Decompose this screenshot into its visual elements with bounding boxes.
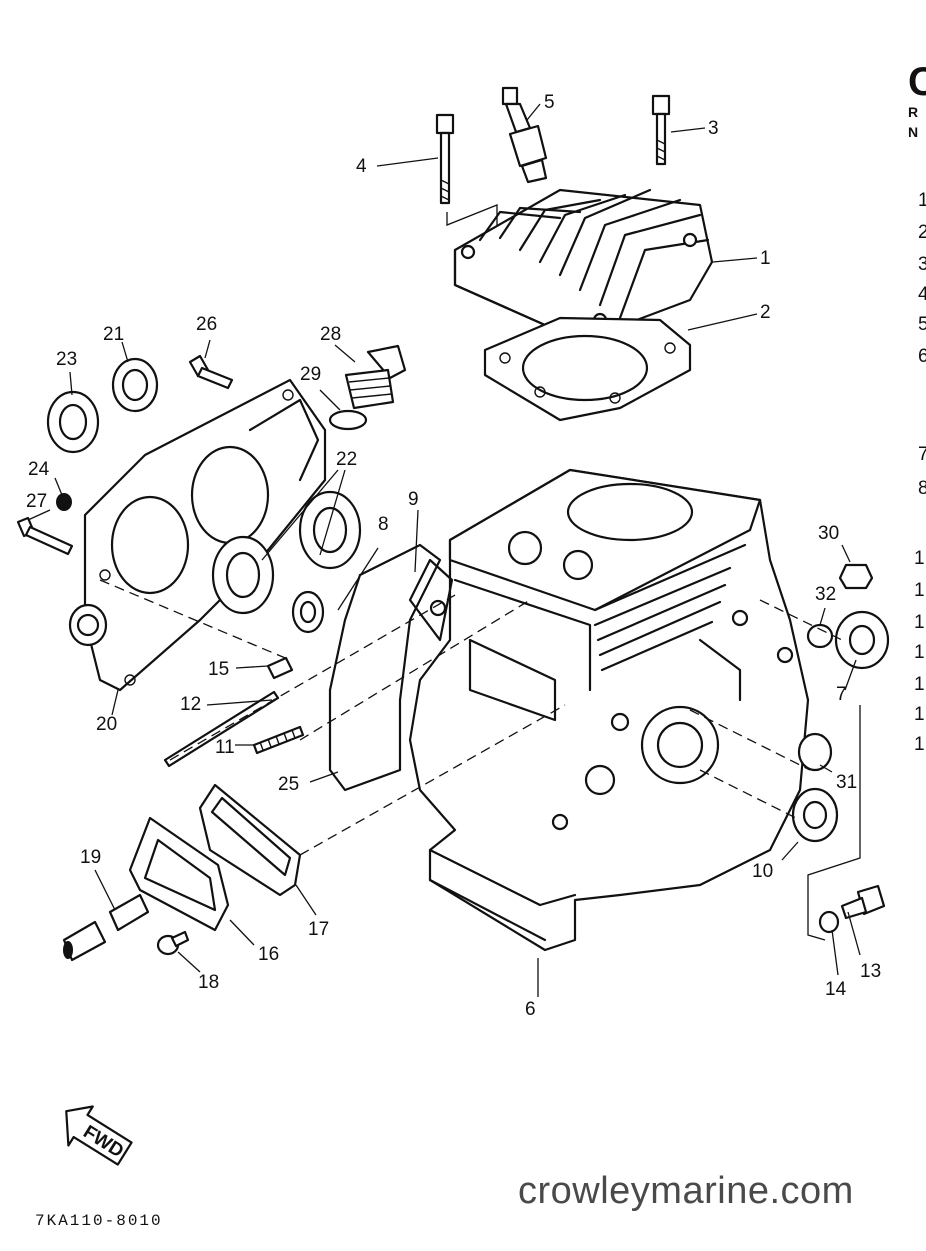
parts-list-header-fragment: C R N <box>908 62 926 262</box>
svg-text:1: 1 <box>914 580 925 601</box>
oil-filler-cap-28 <box>344 344 407 410</box>
svg-text:7: 7 <box>918 444 926 465</box>
header-row1-fragment: R <box>908 104 919 120</box>
head-gasket <box>483 316 692 422</box>
bolt-27 <box>16 516 74 556</box>
callout-22: 22 <box>336 449 357 470</box>
svg-text:5: 5 <box>918 314 926 335</box>
svg-text:1: 1 <box>914 642 925 663</box>
callout-27: 27 <box>26 491 47 512</box>
svg-text:3: 3 <box>918 254 926 275</box>
diagram-code: 7KA110-8010 <box>35 1212 163 1230</box>
bolt-18 <box>156 930 190 956</box>
svg-text:8: 8 <box>918 478 926 499</box>
breather-gasket-17 <box>198 783 302 897</box>
callout-13: 13 <box>860 961 881 982</box>
callout-8: 8 <box>378 514 389 535</box>
callout-2: 2 <box>760 302 771 323</box>
crankcase <box>408 468 810 952</box>
svg-text:1: 1 <box>914 674 925 695</box>
svg-text:6: 6 <box>918 346 926 367</box>
callout-25: 25 <box>278 774 299 795</box>
header-title-fragment: C <box>908 60 926 104</box>
stud-12 <box>163 690 280 768</box>
callout-16: 16 <box>258 944 279 965</box>
head-bolt-3 <box>651 94 671 166</box>
callout-5: 5 <box>544 92 555 113</box>
leader-lines <box>27 103 861 997</box>
dowel-24 <box>56 493 72 511</box>
crankcase-cover <box>68 378 327 692</box>
bearing-22a <box>211 535 275 615</box>
bolt-26 <box>188 354 234 390</box>
svg-text:1: 1 <box>914 734 925 755</box>
callout-23: 23 <box>56 349 77 370</box>
bearing-22b <box>298 490 362 570</box>
dowel-15 <box>266 656 294 680</box>
callout-19: 19 <box>80 847 101 868</box>
svg-text:1: 1 <box>914 548 925 569</box>
callout-4: 4 <box>356 156 367 177</box>
head-bolt-4 <box>435 113 455 205</box>
callout-30: 30 <box>818 523 839 544</box>
plug-7 <box>834 610 890 670</box>
callout-21: 21 <box>103 324 124 345</box>
callout-29: 29 <box>300 364 321 385</box>
oil-seal-23 <box>46 390 100 454</box>
callout-7: 7 <box>836 684 847 705</box>
callout-24: 24 <box>28 459 50 480</box>
washer-14 <box>818 910 840 934</box>
seal-31 <box>797 732 833 772</box>
small-bearing <box>291 590 325 634</box>
callout-17: 17 <box>308 919 329 940</box>
callout-6: 6 <box>525 999 536 1020</box>
parts-list-fragments: 1 2 3 4 5 6 7 8 1 1 1 1 1 1 1 <box>914 190 926 755</box>
o-ring-29 <box>328 409 368 431</box>
callout-15: 15 <box>208 659 229 680</box>
callout-18: 18 <box>198 972 219 993</box>
plug-32 <box>806 623 834 649</box>
hose-19 <box>62 893 150 962</box>
svg-text:1: 1 <box>914 612 925 633</box>
plug-30 <box>838 563 874 590</box>
breather-cover-16 <box>128 816 230 932</box>
gasket-25 <box>328 543 442 792</box>
fwd-arrow: FWD <box>65 1105 133 1166</box>
svg-text:1: 1 <box>918 190 926 211</box>
callout-14: 14 <box>825 979 847 1000</box>
svg-text:1: 1 <box>914 704 925 725</box>
spark-plug <box>501 86 548 184</box>
callout-10: 10 <box>752 861 773 882</box>
oil-seal-10 <box>791 787 839 843</box>
watermark: crowleymarine.com <box>518 1170 854 1212</box>
callout-numbers: 1 2 3 4 5 6 7 8 9 10 11 12 13 14 15 16 1… <box>26 92 881 1020</box>
callout-32: 32 <box>815 584 836 605</box>
callout-31: 31 <box>836 772 857 793</box>
callout-9: 9 <box>408 489 419 510</box>
callout-3: 3 <box>708 118 719 139</box>
cylinder-head <box>453 188 714 347</box>
header-row2-fragment: N <box>908 124 919 140</box>
callout-11: 11 <box>215 737 235 758</box>
oil-seal-21 <box>111 357 159 413</box>
svg-text:2: 2 <box>918 222 926 243</box>
callout-12: 12 <box>180 694 201 715</box>
stud-11 <box>252 725 305 755</box>
svg-text:4: 4 <box>918 284 926 305</box>
gasket-8 <box>408 558 454 642</box>
callout-1: 1 <box>760 248 771 269</box>
callout-20: 20 <box>96 714 117 735</box>
callout-26: 26 <box>196 314 217 335</box>
callout-28: 28 <box>320 324 341 345</box>
